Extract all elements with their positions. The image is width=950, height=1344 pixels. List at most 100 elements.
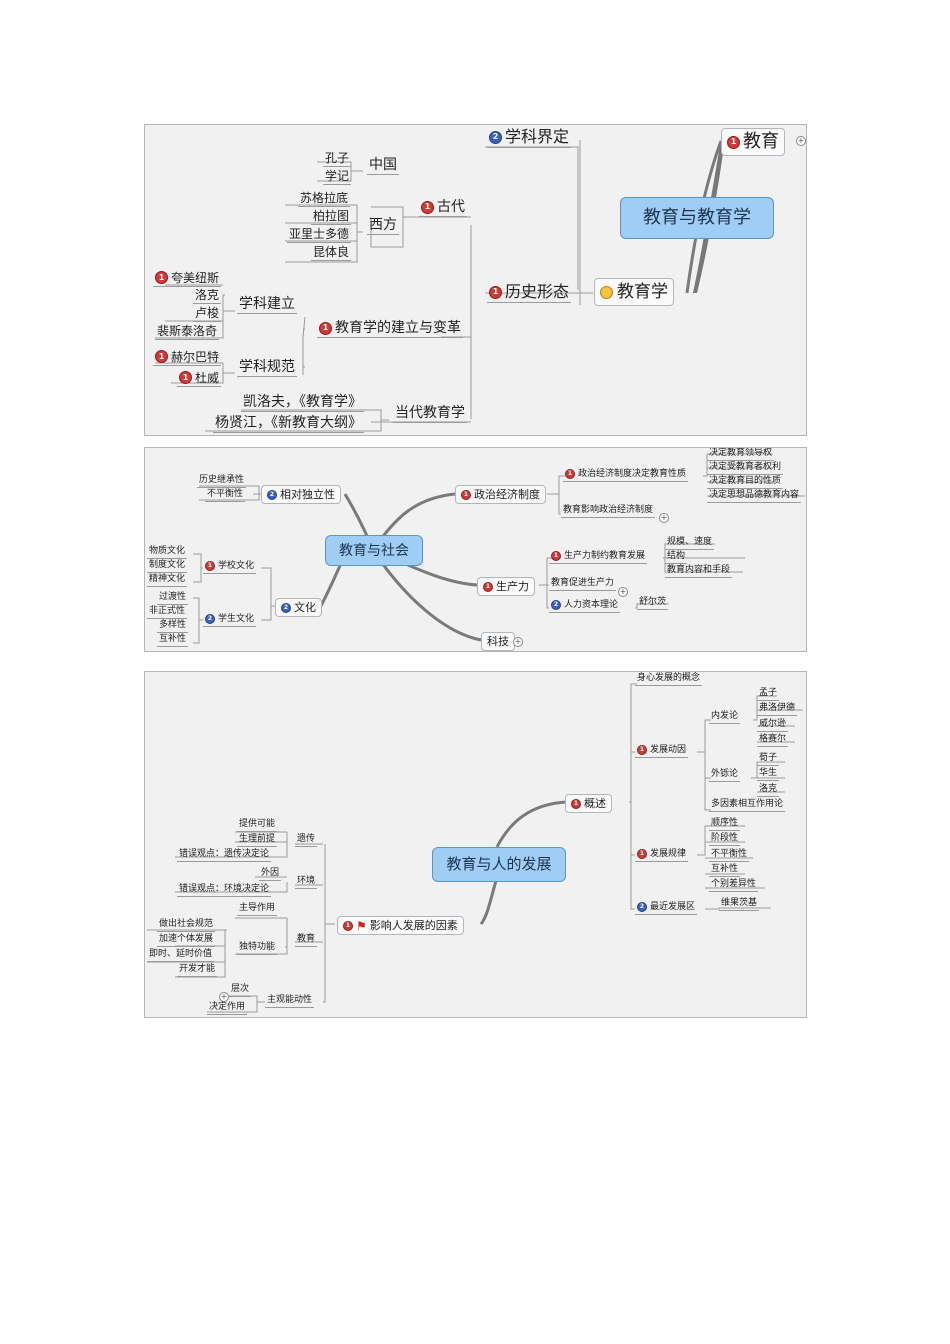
leaf-yang[interactable]: 杨贤江，《新教育大纲》 <box>213 416 364 433</box>
leaf-d3[interactable]: 决定教育目的性质 <box>707 477 784 489</box>
leaf-d2[interactable]: 决定受教育者权利 <box>707 463 784 475</box>
leaf-xunzi[interactable]: 荀子 <box>757 754 780 766</box>
leaf-h2[interactable]: 生理前提 <box>237 835 278 847</box>
leaf-socrates[interactable]: 苏格拉底 <box>298 192 351 207</box>
leaf-imbalance[interactable]: 不平衡性 <box>205 490 246 502</box>
node-promote[interactable]: 教育促进生产力 <box>549 579 617 591</box>
leaf-complement[interactable]: 互补性 <box>157 635 189 647</box>
node-unique[interactable]: 独特功能 <box>237 943 278 955</box>
node-productivity[interactable]: 1 生产力 <box>477 577 535 596</box>
node-restrict[interactable]: 1 生产力制约教育发展 <box>549 551 648 564</box>
leaf-level[interactable]: 层次 <box>229 985 252 997</box>
node-student-culture[interactable]: 2 学生文化 <box>203 614 257 627</box>
node-influence[interactable]: 教育影响政治经济制度 <box>561 506 656 518</box>
leaf-schultz[interactable]: 舒尔茨 <box>637 598 669 610</box>
leaf-d1[interactable]: 决定教育领导权 <box>707 449 775 461</box>
node-internal[interactable]: 内发论 <box>709 712 741 724</box>
leaf-u2[interactable]: 加速个体发展 <box>157 935 216 947</box>
leaf-d4[interactable]: 决定思想品德教育内容 <box>707 491 802 503</box>
leaf-material[interactable]: 物质文化 <box>147 547 188 559</box>
node-culture[interactable]: 2 文化 <box>275 598 322 617</box>
leaf-herbart[interactable]: 1 赫尔巴特 <box>153 350 222 366</box>
node-overview[interactable]: 1 概述 <box>565 794 612 813</box>
node-normalized[interactable]: 学科规范 <box>237 360 297 377</box>
leaf-l2[interactable]: 阶段性 <box>709 834 741 846</box>
leaf-p3[interactable]: 教育内容和手段 <box>665 566 733 578</box>
leaf-dewey[interactable]: 1 杜威 <box>177 371 222 387</box>
node-contemporary[interactable]: 当代教育学 <box>393 406 467 423</box>
leaf-decisive[interactable]: 决定作用 <box>207 1003 248 1015</box>
leaf-leading[interactable]: 主导作用 <box>237 904 278 916</box>
leaf-xueji[interactable]: 学记 <box>323 170 352 185</box>
node-west[interactable]: 西方 <box>367 218 399 235</box>
node-education[interactable]: 教育 <box>295 935 318 947</box>
leaf-p2[interactable]: 结构 <box>665 552 688 564</box>
leaf-informal[interactable]: 非正式性 <box>147 607 188 619</box>
node-motive[interactable]: 1 发展动因 <box>635 745 689 758</box>
leaf-rousseau[interactable]: 卢梭 <box>193 307 222 322</box>
node-law[interactable]: 1 发展规律 <box>635 849 689 862</box>
leaf-wilson[interactable]: 威尔逊 <box>757 720 789 732</box>
leaf-watson[interactable]: 华生 <box>757 769 780 781</box>
leaf-h1[interactable]: 提供可能 <box>237 820 278 832</box>
node-decides[interactable]: 1 政治经济制度决定教育性质 <box>563 469 689 482</box>
leaf-h3[interactable]: 错误观点：遗传决定论 <box>177 850 272 862</box>
node-school-culture[interactable]: 1 学校文化 <box>203 561 257 574</box>
node-initiative[interactable]: 主观能动性 <box>265 996 315 1008</box>
node-history[interactable]: 1 历史形态 <box>487 284 572 303</box>
node-interaction[interactable]: 多因素相互作用论 <box>709 800 786 812</box>
expand-icon[interactable]: + <box>659 513 669 523</box>
node-tech[interactable]: 科技 <box>481 632 515 651</box>
expand-icon[interactable]: + <box>796 136 806 146</box>
leaf-l4[interactable]: 互补性 <box>709 865 741 877</box>
node-pedagogy[interactable]: 教育学 <box>594 278 674 306</box>
leaf-plato[interactable]: 柏拉图 <box>311 210 352 225</box>
leaf-mencius[interactable]: 孟子 <box>757 689 780 701</box>
leaf-system[interactable]: 制度文化 <box>147 561 188 573</box>
leaf-freud[interactable]: 弗洛伊德 <box>757 704 798 716</box>
leaf-kongzi[interactable]: 孔子 <box>323 152 352 167</box>
leaf-comenius[interactable]: 1 夸美纽斯 <box>153 271 222 287</box>
leaf-transition[interactable]: 过渡性 <box>157 593 189 605</box>
map1-root-topic[interactable]: 教育与教育学 <box>620 197 774 239</box>
node-education[interactable]: 1 教育 <box>721 128 785 156</box>
leaf-quintilian[interactable]: 昆体良 <box>311 246 352 261</box>
node-capital[interactable]: 2 人力资本理论 <box>549 600 621 613</box>
leaf-pestalozzi[interactable]: 裴斯泰洛奇 <box>155 325 220 340</box>
leaf-aristotle[interactable]: 亚里士多德 <box>287 228 352 243</box>
leaf-e1[interactable]: 外因 <box>259 869 282 881</box>
leaf-u3[interactable]: 即时、延时价值 <box>147 950 215 962</box>
node-discipline[interactable]: 2 学科界定 <box>487 129 572 148</box>
node-zpd[interactable]: 2 最近发展区 <box>635 902 698 915</box>
expand-icon[interactable]: + <box>618 587 628 597</box>
node-heredity[interactable]: 遗传 <box>295 835 318 847</box>
leaf-p1[interactable]: 规模、速度 <box>665 538 715 550</box>
node-established[interactable]: 学科建立 <box>237 297 297 314</box>
leaf-l3[interactable]: 不平衡性 <box>709 850 750 862</box>
node-external[interactable]: 外铄论 <box>709 770 741 782</box>
expand-icon[interactable]: + <box>219 992 229 1002</box>
node-founding[interactable]: 1 教育学的建立与变革 <box>317 321 463 338</box>
leaf-diverse[interactable]: 多样性 <box>157 621 189 633</box>
node-china[interactable]: 中国 <box>367 158 399 175</box>
node-ancient[interactable]: 1 古代 <box>419 200 467 217</box>
leaf-u1[interactable]: 做出社会规范 <box>157 920 216 932</box>
leaf-e2[interactable]: 错误观点：环境决定论 <box>177 885 272 897</box>
map3-root-topic[interactable]: 教育与人的发展 <box>432 847 566 882</box>
node-concept[interactable]: 身心发展的概念 <box>635 674 703 686</box>
map2-root-topic[interactable]: 教育与社会 <box>325 535 423 566</box>
leaf-u4[interactable]: 开发才能 <box>177 965 218 977</box>
expand-icon[interactable]: + <box>513 637 523 647</box>
leaf-spirit[interactable]: 精神文化 <box>147 575 188 587</box>
node-politics[interactable]: 1 政治经济制度 <box>455 485 546 504</box>
node-environment[interactable]: 环境 <box>295 877 318 889</box>
leaf-locke3[interactable]: 洛克 <box>757 785 780 797</box>
node-factors[interactable]: 1 ⚑ 影响人发展的因素 <box>337 916 464 935</box>
leaf-l5[interactable]: 个别差异性 <box>709 880 759 892</box>
leaf-vygotsky[interactable]: 维果茨基 <box>719 899 760 911</box>
leaf-kairov[interactable]: 凯洛夫，《教育学》 <box>241 395 364 412</box>
leaf-locke[interactable]: 洛克 <box>193 289 222 304</box>
leaf-gesell[interactable]: 格赛尔 <box>757 735 789 747</box>
node-independence[interactable]: 2 相对独立性 <box>261 485 341 504</box>
leaf-inherit[interactable]: 历史继承性 <box>197 476 247 488</box>
